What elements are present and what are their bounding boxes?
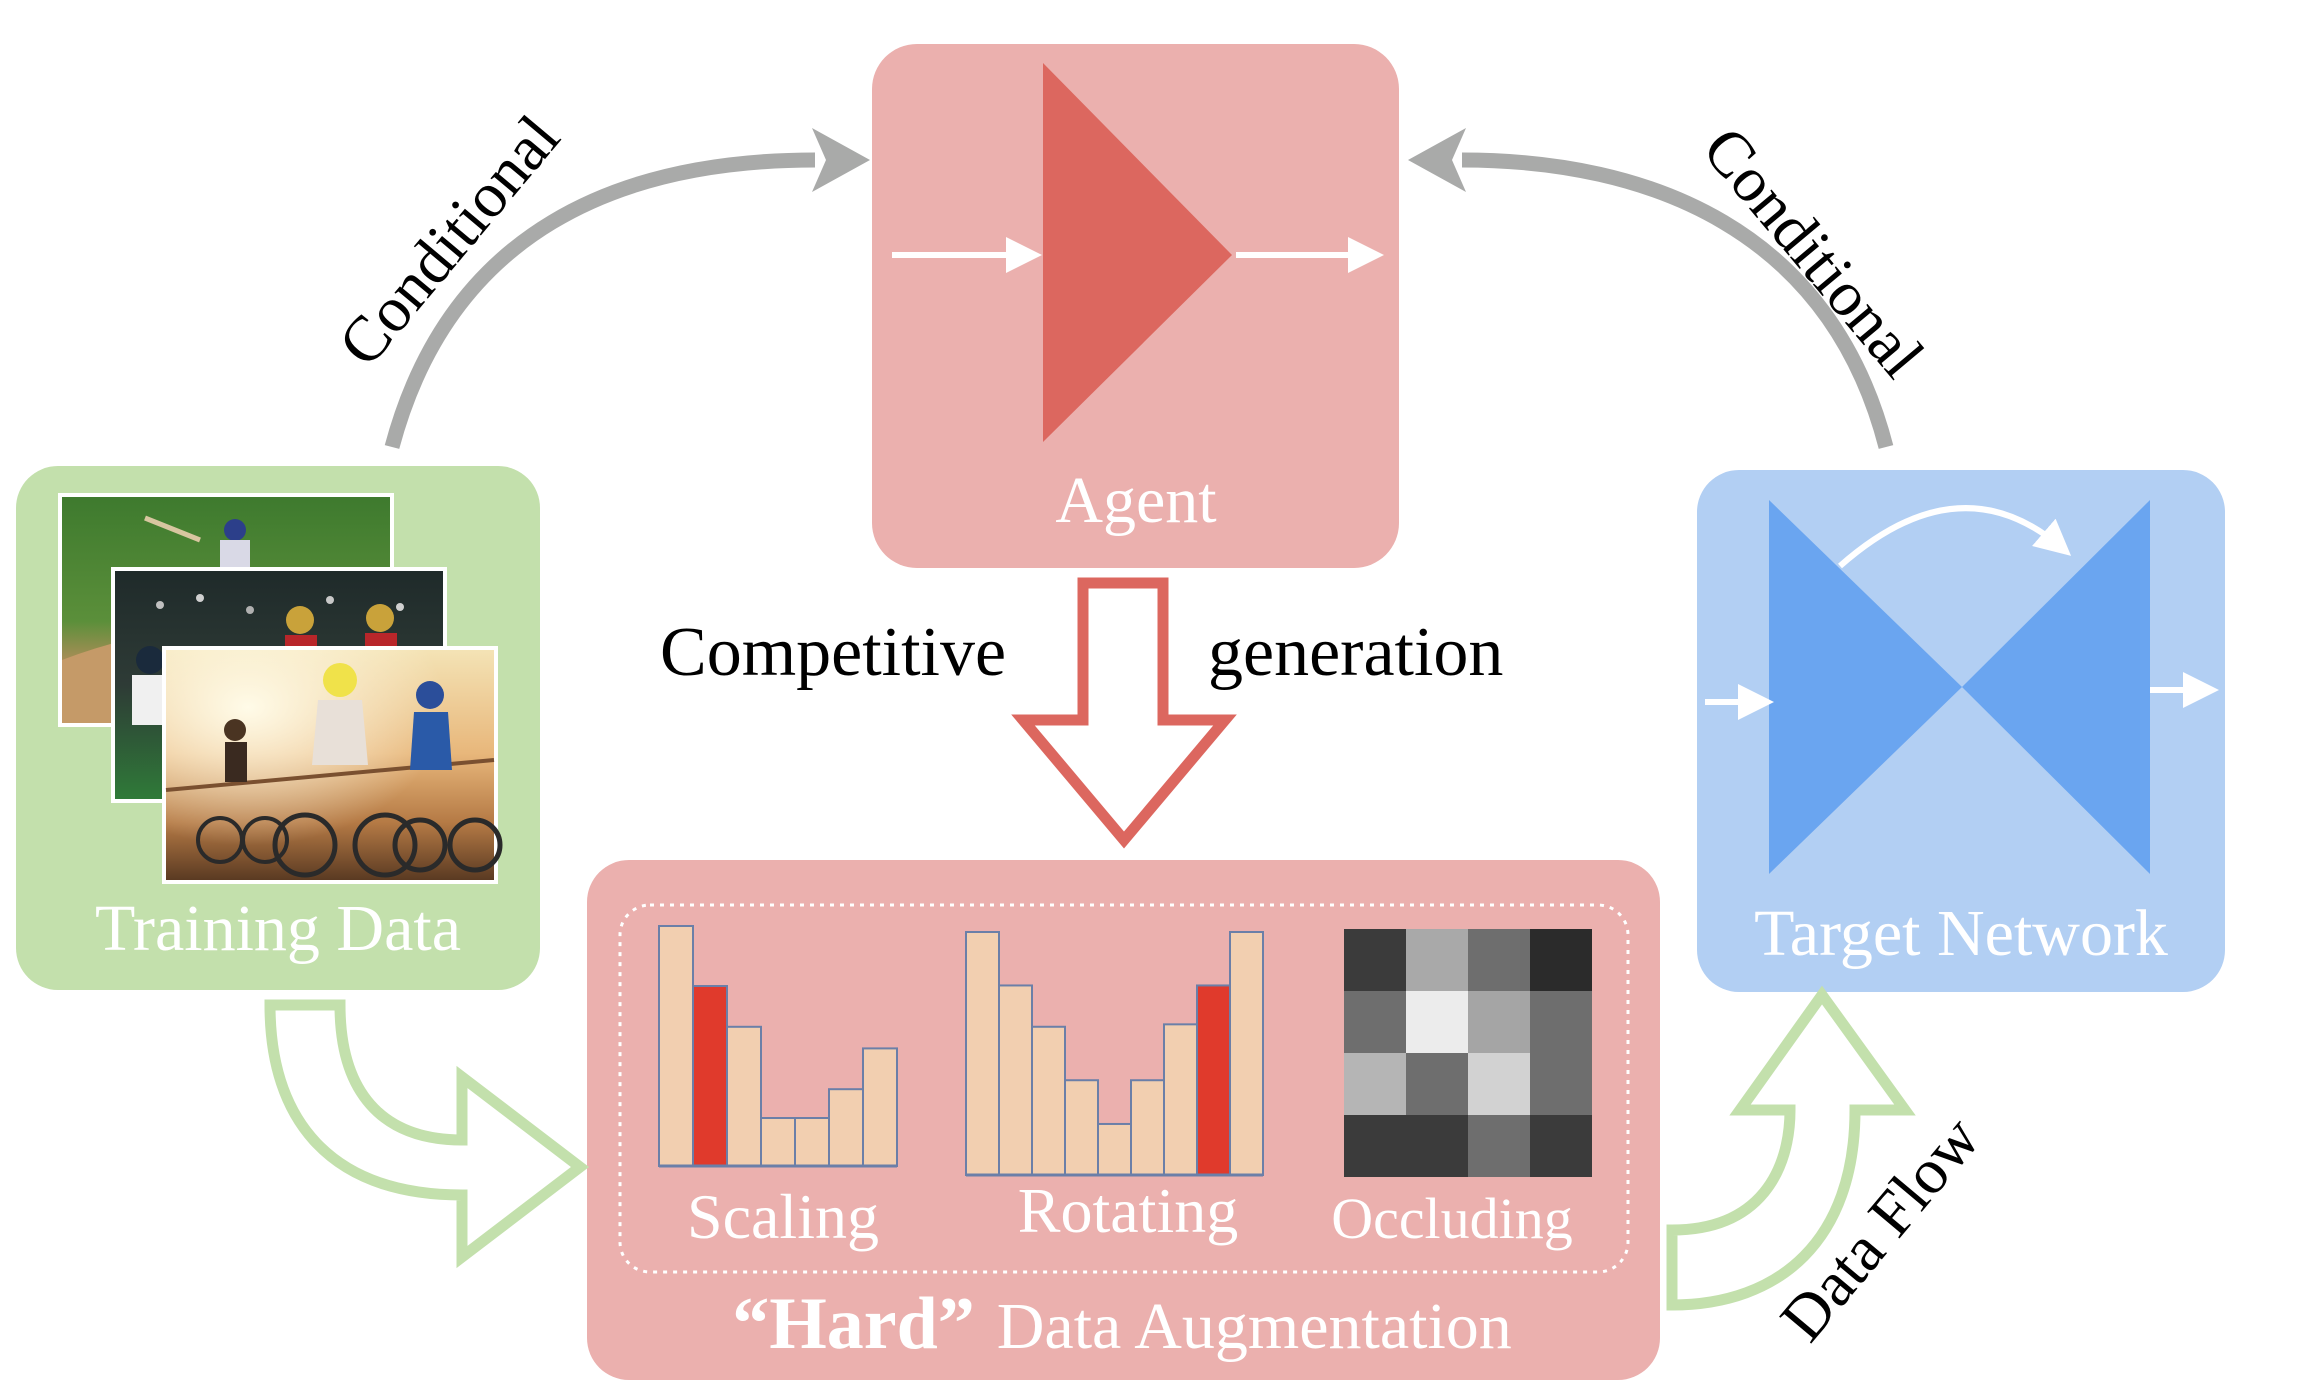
rotating-histogram	[965, 931, 1264, 1177]
rotating-histogram-bar	[1097, 1122, 1132, 1176]
occlusion-cell	[1530, 991, 1592, 1053]
occlusion-cell	[1406, 991, 1468, 1053]
occlusion-cell	[1468, 929, 1530, 991]
occlusion-cell	[1344, 929, 1406, 991]
occlusion-cell	[1468, 1053, 1530, 1115]
augmentation-to-target-arrow	[1666, 985, 1916, 1311]
occlusion-cell	[1406, 1115, 1468, 1177]
rotating-label: Rotating	[1018, 1175, 1238, 1246]
occlusion-cell	[1468, 991, 1530, 1053]
rotating-histogram-bar	[1130, 1079, 1165, 1176]
occlusion-cell	[1344, 991, 1406, 1053]
occlusion-grid	[1344, 929, 1592, 1177]
occluding-label: Occluding	[1331, 1186, 1573, 1251]
rotating-histogram-bar	[965, 931, 1000, 1176]
training-to-augmentation-arrow	[264, 999, 590, 1269]
target-network-box: Target Network	[1697, 470, 2225, 992]
skip-connection-arrow	[1838, 505, 2072, 569]
left-conditional-arrow	[384, 128, 870, 449]
occlusion-cell	[1530, 929, 1592, 991]
target-right-triangle-shape	[1962, 500, 2150, 874]
scaling-histogram	[658, 925, 898, 1168]
scaling-histogram-bar	[862, 1047, 898, 1168]
scaling-label: Scaling	[687, 1181, 879, 1252]
agent-box: Agent	[872, 44, 1399, 568]
target-network-label: Target Network	[1754, 897, 2168, 970]
cycling-photo	[162, 646, 503, 884]
scaling-histogram-bar	[658, 925, 694, 1167]
competitive-generation-arrow	[1011, 577, 1237, 849]
rotating-histogram-bar	[1163, 1023, 1198, 1176]
scaling-histogram-bar	[794, 1117, 830, 1167]
augmentation-inner-frame	[618, 903, 1630, 1274]
occlusion-cell	[1406, 929, 1468, 991]
occlusion-cell	[1530, 1053, 1592, 1115]
training-data-box: Training Data	[16, 466, 540, 990]
agent-label: Agent	[1055, 464, 1216, 537]
augmentation-box: Scaling Rotating Occluding “Hard” Data A…	[587, 860, 1660, 1380]
generation-label: generation	[1208, 614, 1503, 691]
right-conditional-label: Conditional	[1689, 113, 1938, 390]
occlusion-cell	[1344, 1115, 1406, 1177]
target-left-triangle-shape	[1769, 500, 1962, 874]
augmentation-title: “Hard” Data Augmentation	[732, 1283, 1512, 1365]
rotating-histogram-bar	[998, 984, 1033, 1177]
occlusion-cell	[1468, 1115, 1530, 1177]
training-data-label: Training Data	[95, 892, 461, 965]
scaling-histogram-bar	[760, 1117, 796, 1167]
rotating-histogram-bar	[1229, 931, 1264, 1176]
competitive-label: Competitive	[660, 614, 1006, 691]
scaling-histogram-bar	[726, 1025, 762, 1168]
occlusion-cell	[1344, 1053, 1406, 1115]
occlusion-cell	[1530, 1115, 1592, 1177]
scaling-histogram-bar	[828, 1088, 864, 1167]
agent-triangle-shape	[1043, 63, 1232, 442]
rotating-histogram-bar	[1196, 984, 1231, 1177]
augmentation-title-rest: Data Augmentation	[997, 1290, 1512, 1363]
augmentation-title-bold: “Hard”	[732, 1283, 975, 1365]
scaling-histogram-bar	[692, 985, 728, 1167]
rotating-histogram-bar	[1031, 1025, 1066, 1177]
right-conditional-arrow	[1408, 128, 1894, 449]
occlusion-cell	[1406, 1053, 1468, 1115]
rotating-histogram-bar	[1064, 1079, 1099, 1176]
